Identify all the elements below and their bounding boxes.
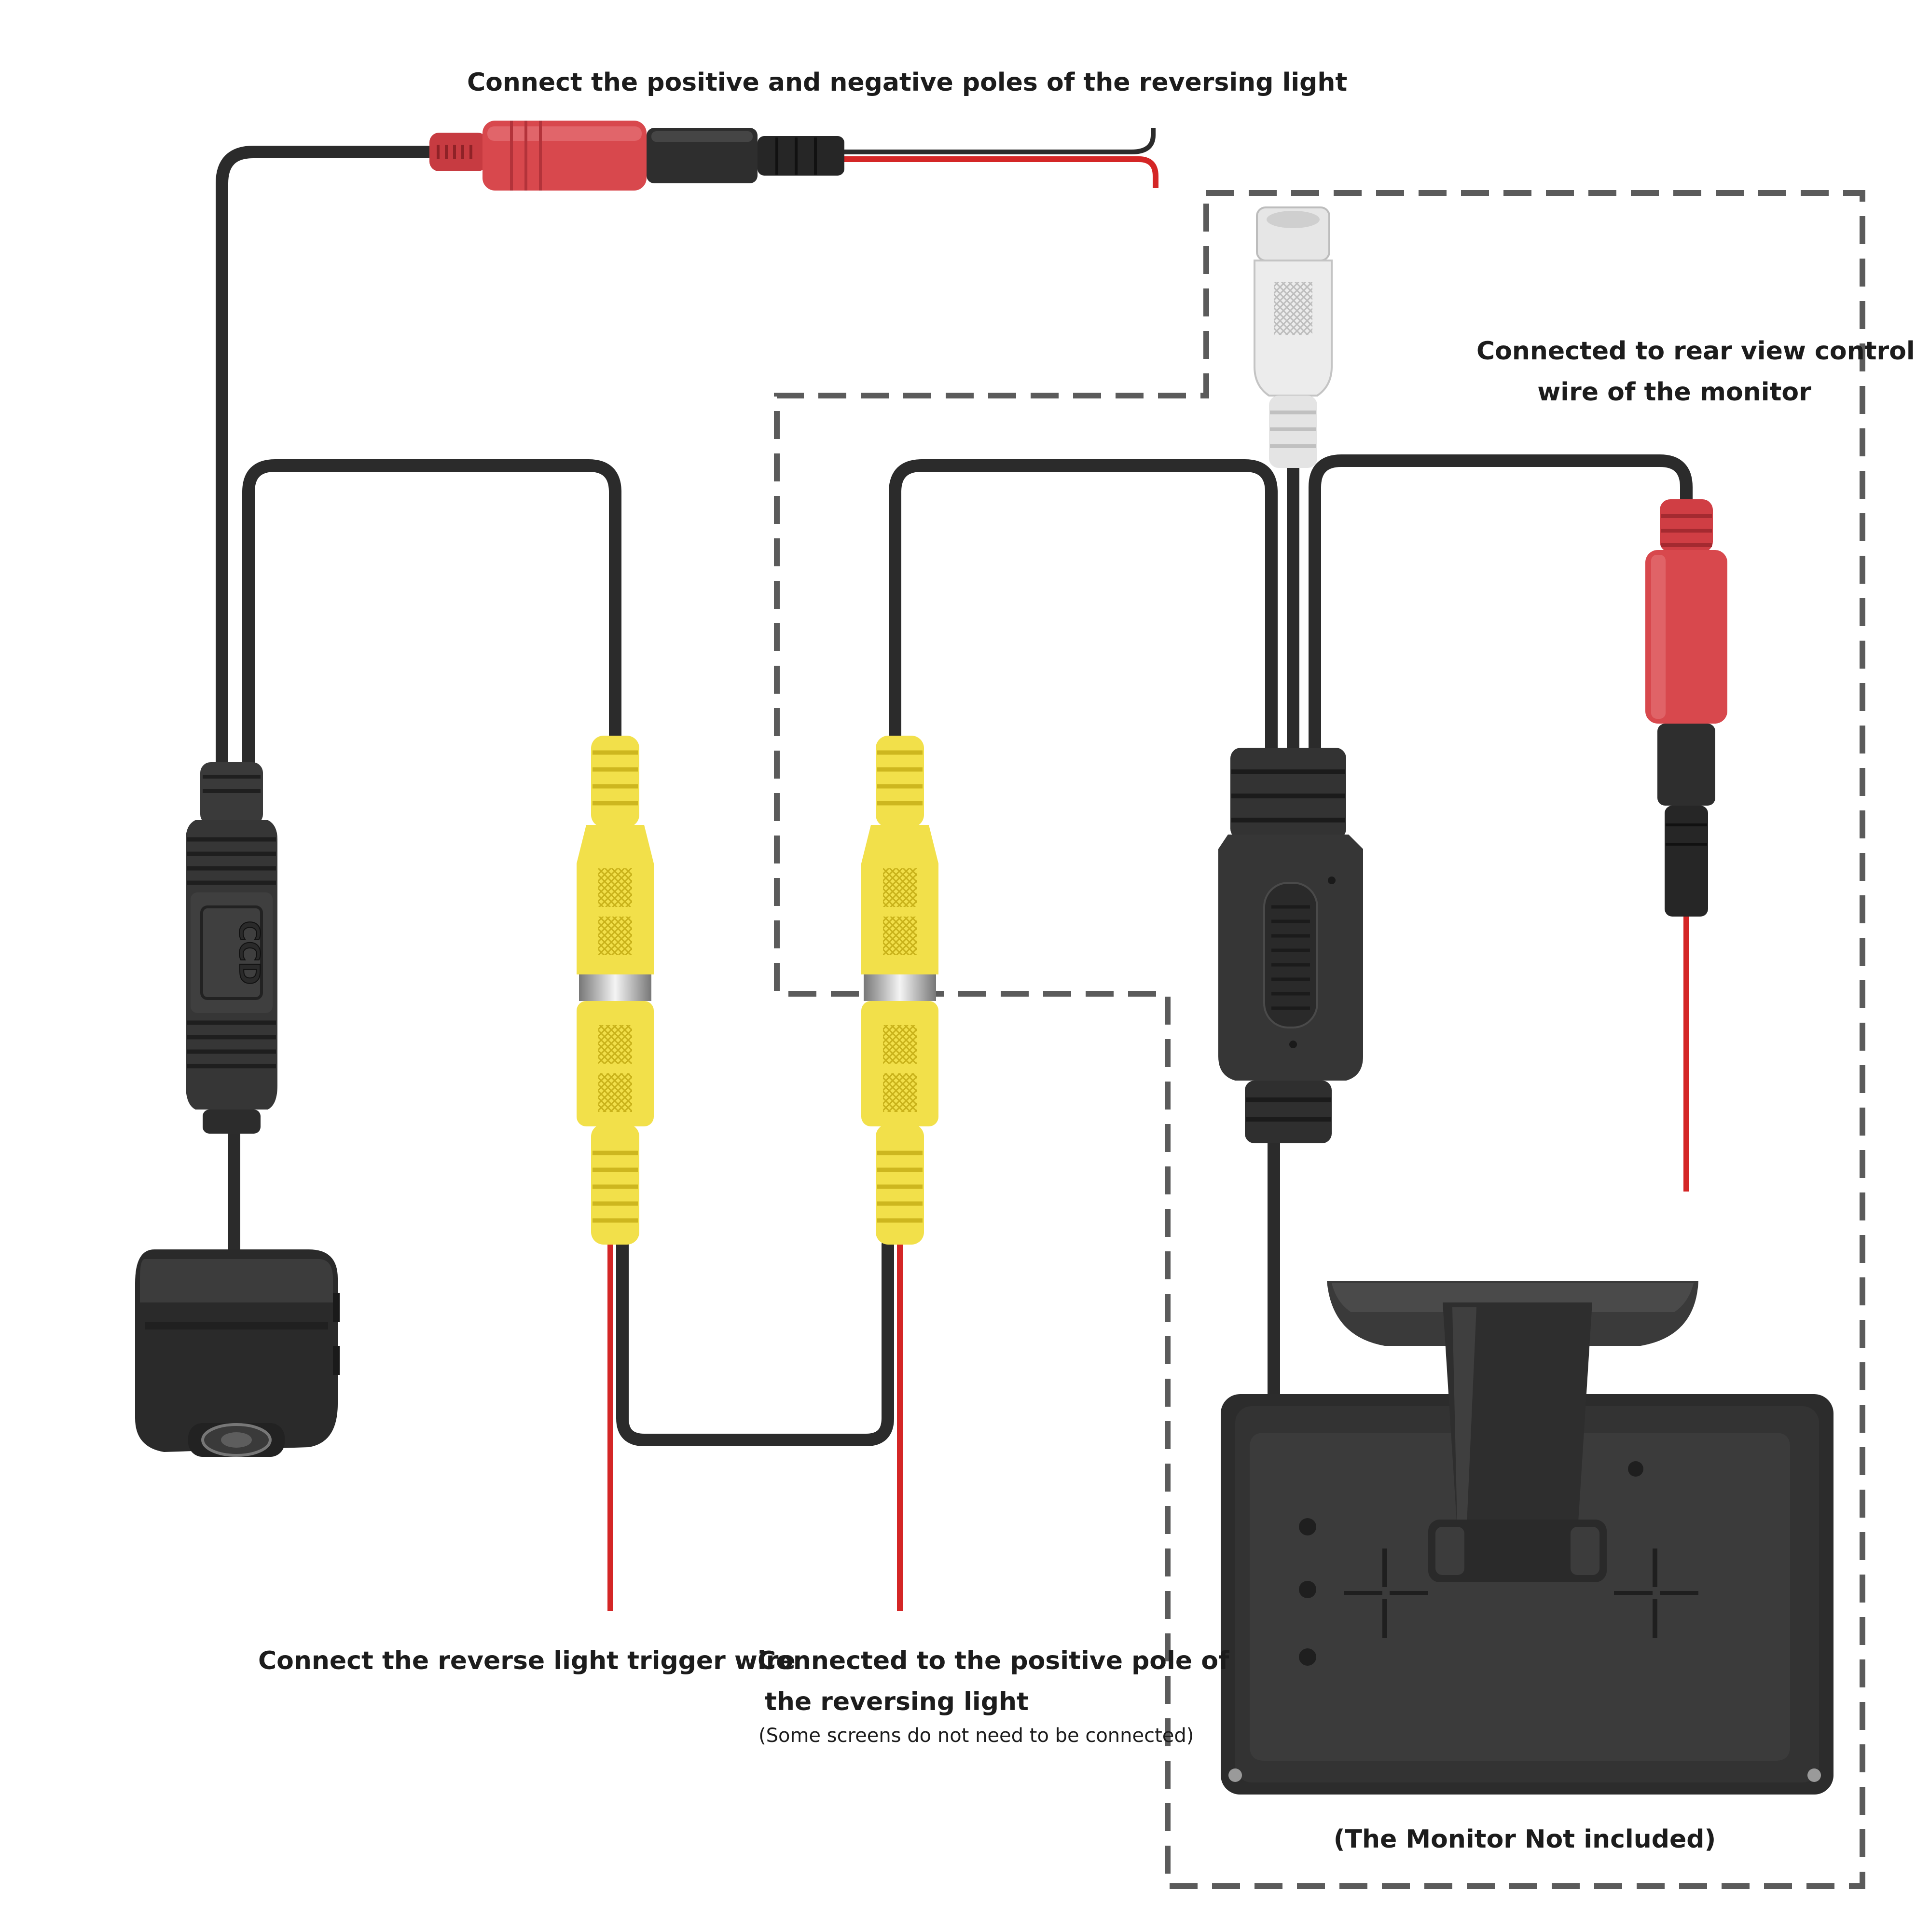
red-wire-top [840,156,1158,188]
monitor-rear [1221,1281,1834,1795]
control-red-connector [1645,499,1727,917]
control-cable [1309,454,1693,759]
label-top-power: Connect the positive and negative poles … [467,68,1348,97]
label-positive-line1: Connected to the positive pole of [758,1646,1229,1675]
camera-ccd-mark: CCD [233,920,266,985]
yellow-rca-coupler-left [577,736,654,1245]
yellow-rca-coupler-right [861,736,938,1245]
bottom-loop-cable [616,1238,894,1446]
power-cable [216,146,441,773]
label-positive-line2: the reversing light [765,1687,1029,1716]
video-cable-right [889,459,1278,759]
top-dc-connector [429,121,844,191]
label-rear-view-line2: wire of the monitor [1537,378,1811,407]
camera-head [135,1249,340,1457]
video-cable-left [242,459,621,773]
label-reverse-trigger: Connect the reverse light trigger wire [258,1646,796,1675]
splitter-junction [1218,748,1363,1143]
black-wire-top [840,128,1156,154]
white-rca-connector [1254,206,1333,468]
camera-ccd-plug [186,762,277,1134]
label-rear-view-line1: Connected to rear view control [1476,337,1915,366]
label-monitor-note: (The Monitor Not included) [1333,1825,1716,1854]
label-positive-note: (Some screens do not need to be connecte… [758,1725,1194,1747]
